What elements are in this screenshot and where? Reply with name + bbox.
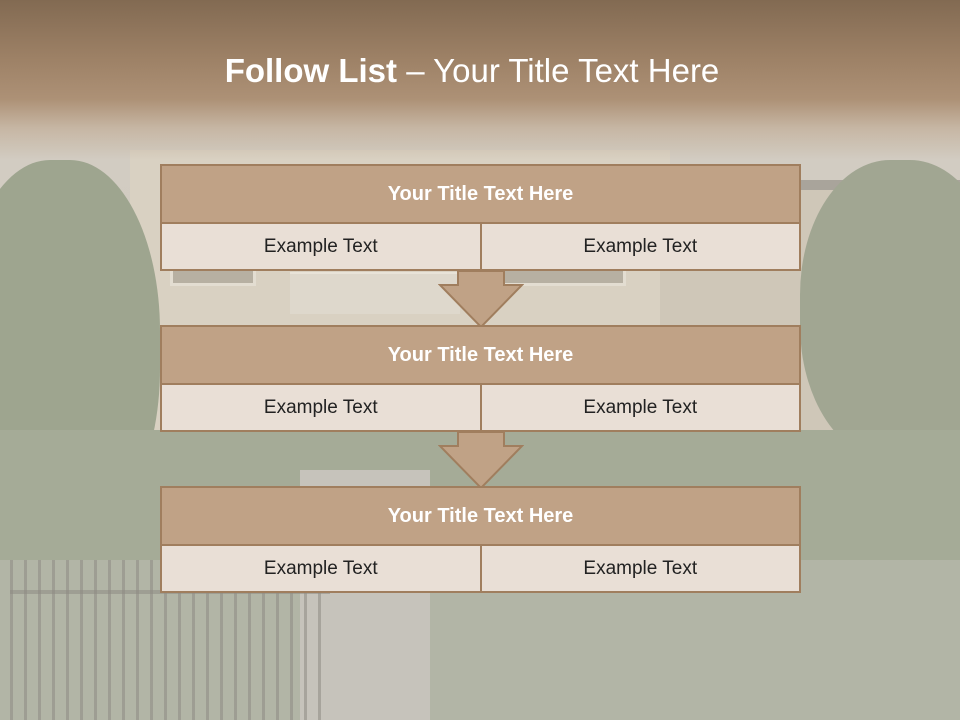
block-cell-right: Example Text <box>479 385 799 430</box>
block-row: Example Text Example Text <box>162 224 799 269</box>
down-arrow-icon <box>438 432 524 490</box>
background-balcony <box>290 272 460 314</box>
slide-title-rest: – Your Title Text Here <box>397 52 720 89</box>
block-cell-left: Example Text <box>162 385 480 430</box>
down-arrow-icon <box>438 271 524 329</box>
block-title: Your Title Text Here <box>162 327 799 385</box>
block-cell-left: Example Text <box>162 224 480 269</box>
block-row: Example Text Example Text <box>162 385 799 430</box>
block-title: Your Title Text Here <box>162 166 799 224</box>
slide-title: Follow List – Your Title Text Here <box>0 52 944 90</box>
block-row: Example Text Example Text <box>162 546 799 591</box>
slide-title-bold: Follow List <box>224 52 398 89</box>
title-band <box>0 0 960 160</box>
list-block: Your Title Text Here Example Text Exampl… <box>160 164 801 271</box>
block-cell-left: Example Text <box>162 546 480 591</box>
block-cell-right: Example Text <box>479 224 799 269</box>
block-title: Your Title Text Here <box>162 488 799 546</box>
list-block: Your Title Text Here Example Text Exampl… <box>160 325 801 432</box>
block-cell-right: Example Text <box>479 546 799 591</box>
list-block: Your Title Text Here Example Text Exampl… <box>160 486 801 593</box>
background-tree <box>800 160 960 460</box>
